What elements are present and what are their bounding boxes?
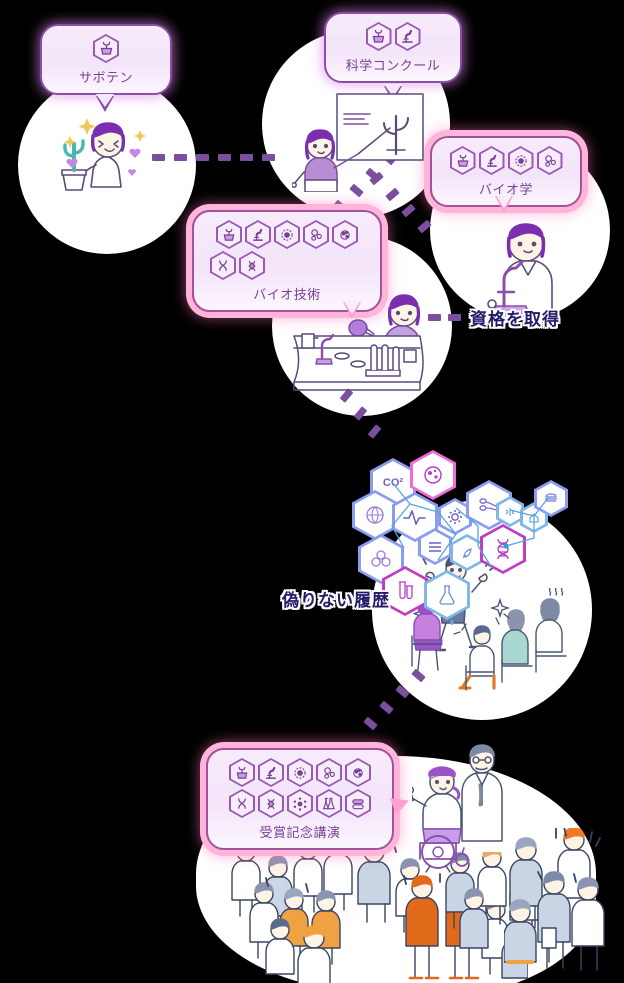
insect-icon [505, 507, 515, 516]
bubble-award-label: 受賞記念講演 [259, 825, 341, 840]
microscope-icon [478, 146, 505, 175]
dna-helix-icon [229, 789, 255, 818]
scene-lab-micro [487, 223, 553, 317]
dna-helix-icon [210, 251, 236, 280]
bubble-biotech-icons-row1 [206, 220, 368, 249]
dna-icon [497, 538, 509, 560]
bubble-biotech[interactable]: バイオ技術 [192, 210, 382, 312]
bacteria-icon [424, 466, 442, 484]
bubble-award-icons-row1 [220, 758, 380, 787]
note-honest-record: 偽りない履歴 [282, 591, 390, 610]
molecule-icon [536, 146, 563, 175]
crowd-right [504, 828, 605, 971]
molecule-icon [303, 220, 329, 249]
atoms-icon [371, 550, 391, 567]
plant-pot-icon [93, 34, 119, 63]
subnetwork-links [503, 497, 549, 549]
scene-lecture-speaker [412, 744, 503, 873]
plant-pot-icon [216, 220, 242, 249]
bacteria-icon [332, 220, 358, 249]
scene-cactus [61, 118, 146, 191]
microscope-icon [258, 758, 284, 787]
dna-ladder-icon [258, 789, 284, 818]
bubble-award-lecture[interactable]: 受賞記念講演 [206, 748, 394, 850]
bubble-cactus-tail-inner [96, 94, 114, 107]
note-certification: 資格を取得 [470, 310, 560, 329]
connector-cactus-contest [152, 152, 292, 164]
test-tubes-icon [399, 581, 413, 600]
bubble-award-icons-row2 [220, 789, 380, 818]
microscope-icon [394, 22, 421, 51]
subnetwork-node-food [534, 480, 568, 517]
bubble-contest-icons [338, 22, 448, 51]
bubble-science-contest[interactable]: 科学コンクール [324, 12, 462, 83]
cell-icon [274, 220, 300, 249]
seed-icon [462, 547, 472, 558]
network-links [391, 481, 493, 569]
microscope-icon [245, 220, 271, 249]
bubble-biology-icons [444, 146, 568, 175]
bubble-biotech-tail-inner [343, 300, 361, 314]
molecule-icon [316, 758, 342, 787]
network-node-bacteria [410, 450, 456, 500]
globe-icon [366, 506, 384, 524]
capsule-icon [345, 789, 371, 818]
crowd-left [231, 838, 425, 983]
gear-icon [448, 509, 462, 524]
connector-biology-certification [428, 310, 478, 328]
atom-icon [287, 789, 313, 818]
plant-pot-icon [449, 146, 476, 175]
bubble-biotech-icons-row2 [206, 251, 368, 280]
cell-icon [287, 758, 313, 787]
flask-icon [439, 585, 455, 605]
bubble-biotech-label: バイオ技術 [253, 287, 321, 302]
scene-lab-bench [293, 294, 424, 391]
cell-icon [507, 146, 534, 175]
bubble-biology-tail-inner [495, 194, 513, 208]
bubble-cactus-label: サボテン [78, 70, 133, 85]
plant-pot-icon [365, 22, 392, 51]
bacteria-icon [345, 758, 371, 787]
bubble-biology-label: バイオ学 [478, 182, 533, 197]
dna-ladder-icon [239, 251, 265, 280]
bubble-contest-label: 科学コンクール [345, 58, 441, 73]
scene-contest [292, 93, 424, 192]
network-node-list [418, 528, 452, 565]
plant-pot-icon [229, 758, 255, 787]
bubble-cactus[interactable]: サボテン [40, 24, 172, 95]
hexagon-subnetwork [490, 480, 580, 560]
pulse-icon [403, 510, 426, 525]
bubble-cactus-icons [54, 34, 158, 63]
list-icon [429, 541, 441, 552]
flask-icon [316, 789, 342, 818]
